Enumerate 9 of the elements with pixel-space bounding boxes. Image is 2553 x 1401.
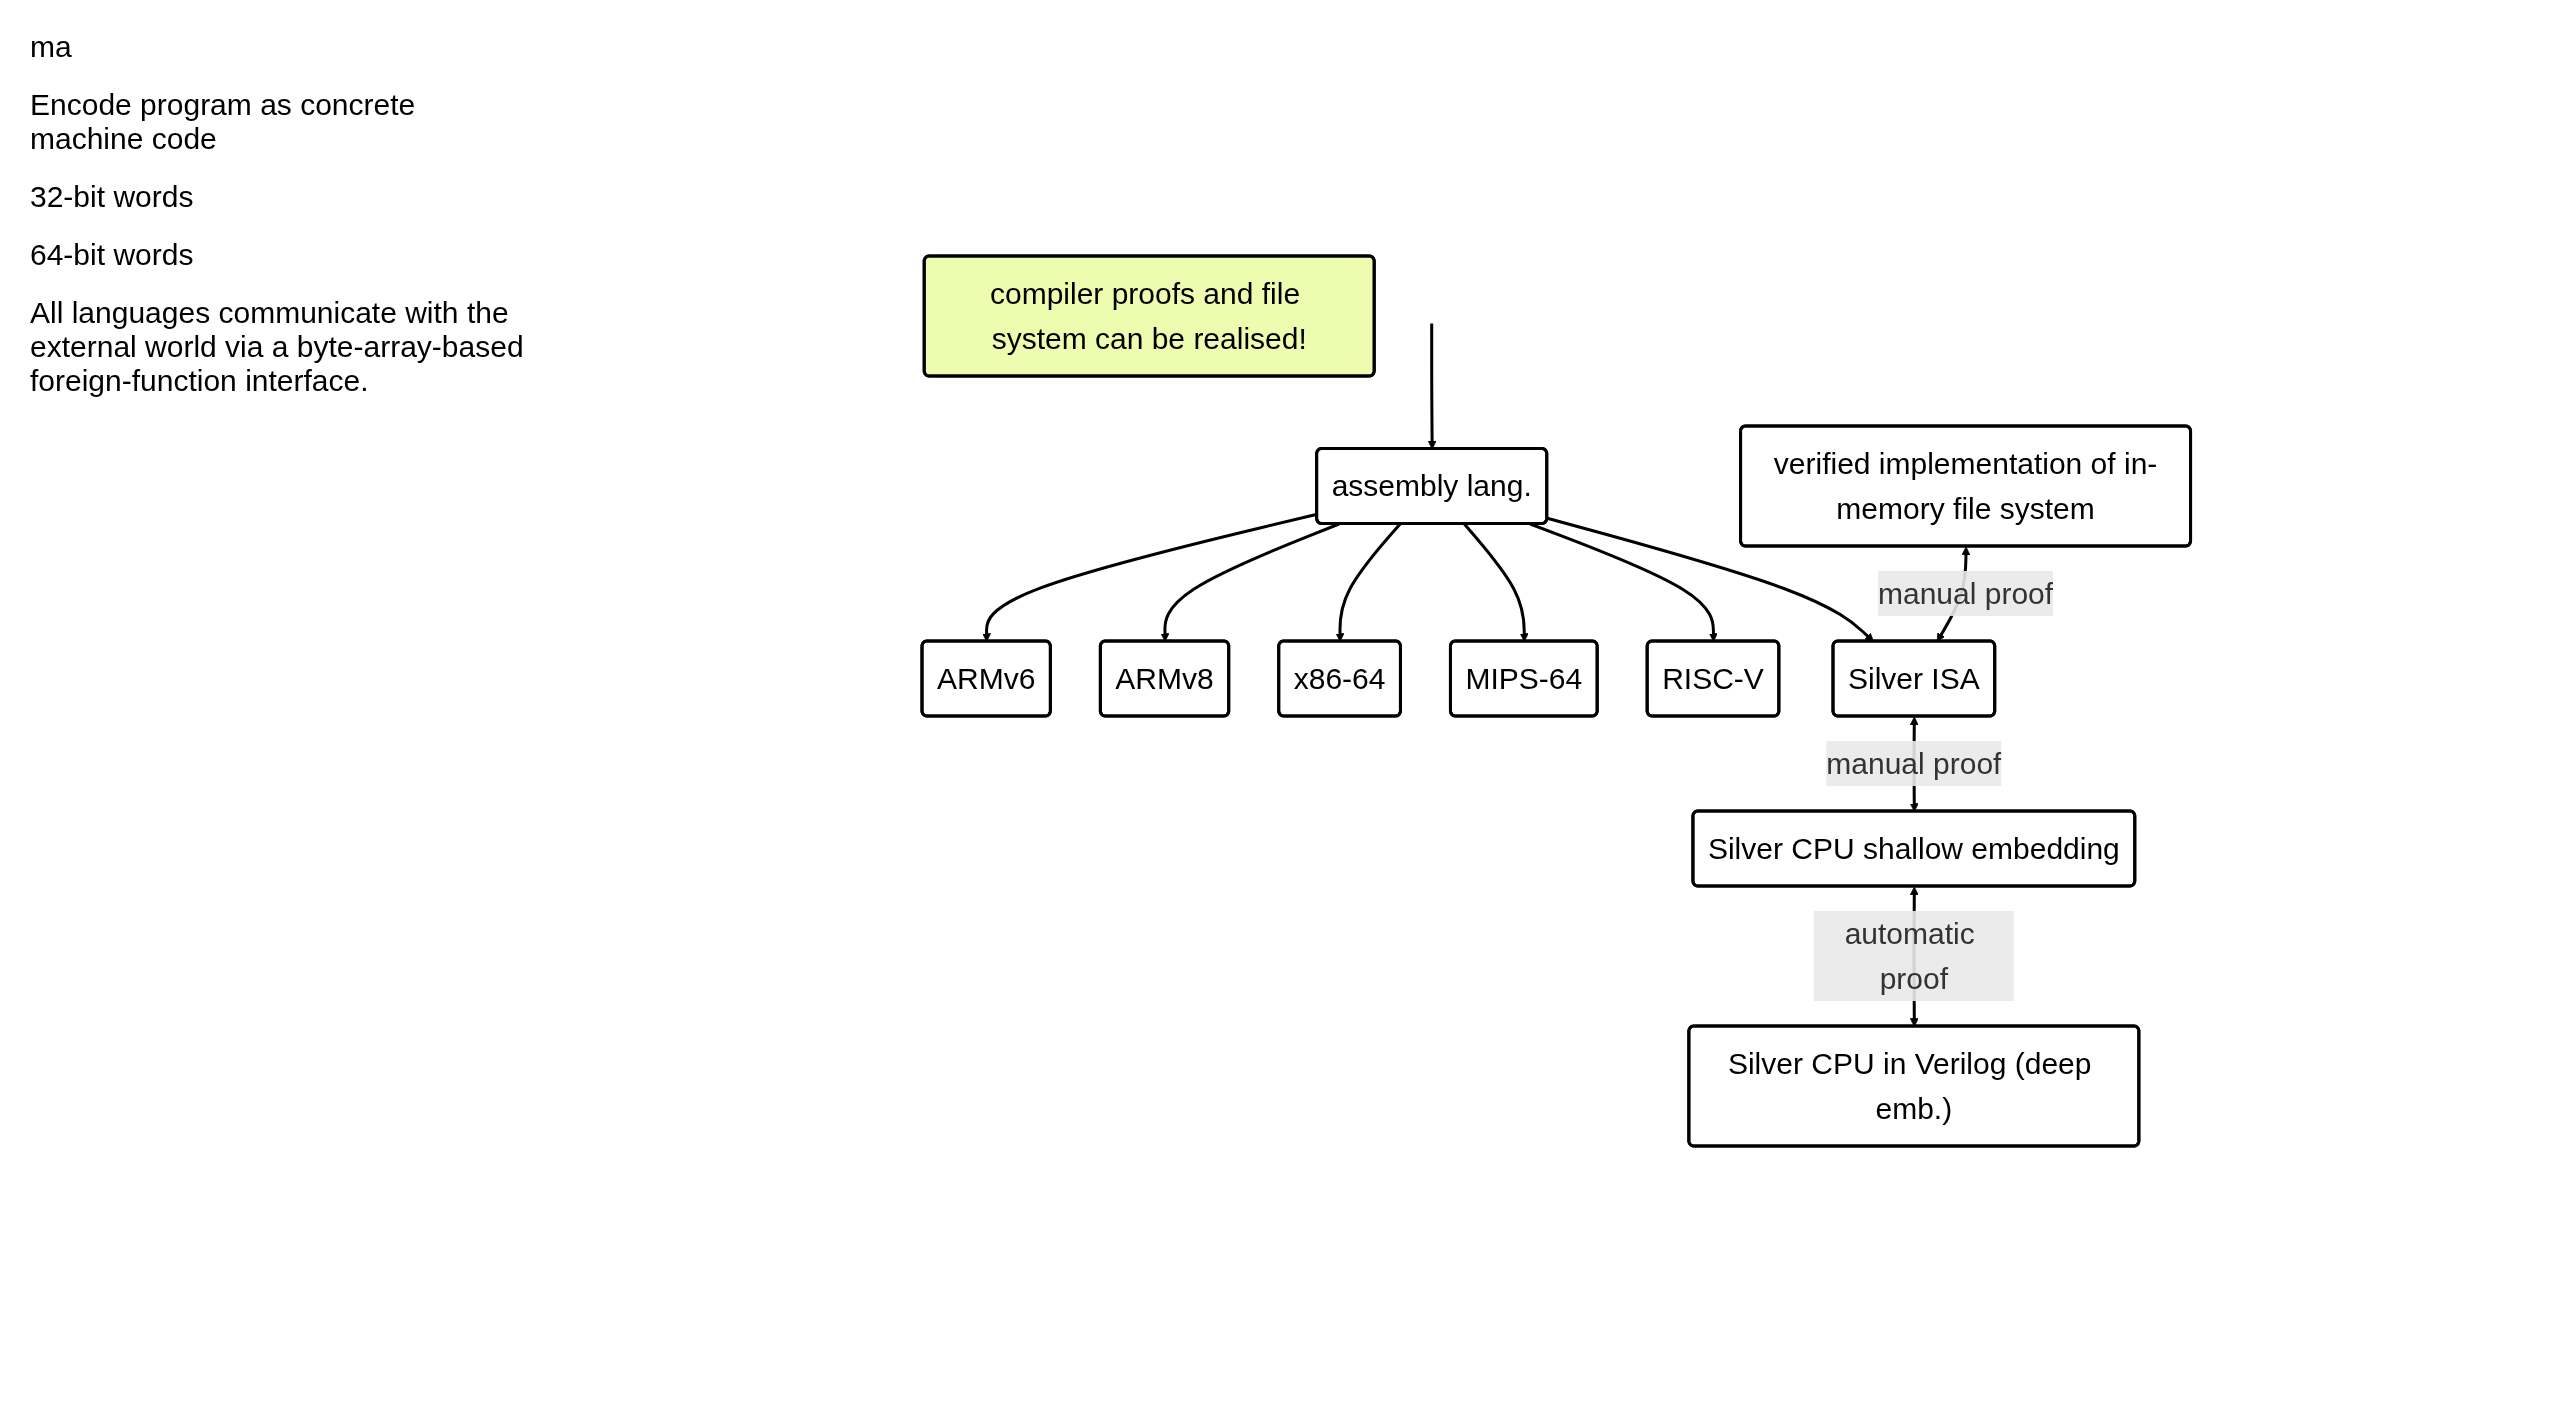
arrow [1427, 323, 1437, 449]
note-text: ma [30, 30, 73, 64]
note-text: 64-bit words [30, 238, 195, 272]
note-text: All languages communicate with the external world via a byte-array-based foreign-function interface. [30, 296, 525, 398]
edge-label: manual proof [1826, 746, 2002, 780]
edge-label: manual proof [1878, 576, 2054, 610]
edge-label: automatic proof [1844, 916, 1975, 995]
note-text: Encode program as concrete machine code [30, 88, 417, 156]
note-text: 32-bit words [30, 180, 195, 214]
